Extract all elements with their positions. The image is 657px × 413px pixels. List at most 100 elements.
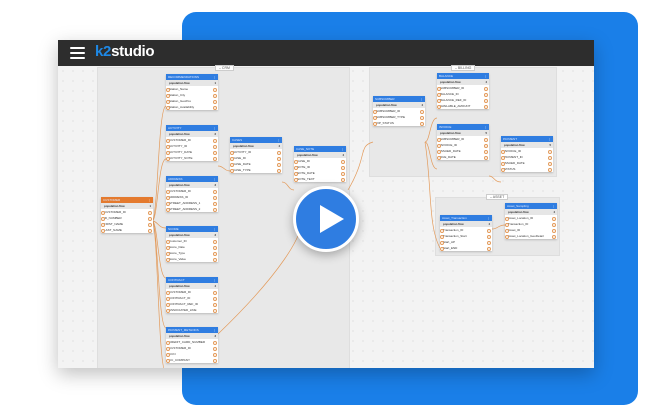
table-recommendations[interactable]: RECOMMENDATIONSpopulation.flow1Station_N… <box>166 74 218 110</box>
table-field[interactable]: STREET_ADDRESS_1 <box>166 200 218 206</box>
table-field[interactable]: CASE_ID <box>294 158 346 164</box>
table-field[interactable]: ACTIVITY_ID <box>166 143 218 149</box>
table-field[interactable]: Transaction_ID <box>505 221 557 227</box>
play-video-button[interactable] <box>293 186 359 252</box>
table-score[interactable]: SCOREpopulation.flow3Customer_IDScore_Da… <box>166 226 218 262</box>
hamburger-icon[interactable] <box>70 47 85 59</box>
table-activity[interactable]: ACTIVITYpopulation.flow2CUSTOMER_IDACTIV… <box>166 125 218 161</box>
table-subscriber[interactable]: SUBSCRIBERpopulation.flow4SUBSCRIBER_IDS… <box>373 96 425 126</box>
table-header[interactable]: PAYMENT_METHODS <box>166 327 218 333</box>
table-field[interactable]: Asset_ID <box>505 227 557 233</box>
table-field[interactable]: CONTRACT_REF_ID <box>166 301 218 307</box>
table-field[interactable]: CCN <box>166 351 218 357</box>
table-header[interactable]: Asset_Transaction <box>440 215 492 221</box>
table-field[interactable]: ACTIVITY_ID <box>230 149 282 155</box>
table-asset_sampling[interactable]: Asset_Samplingpopulation.flow4Asset_Loca… <box>505 203 557 239</box>
table-field[interactable]: CASE_DATE <box>230 161 282 167</box>
table-field[interactable]: CC_COMPANY <box>166 357 218 363</box>
table-case_note[interactable]: CASE_NOTEpopulation.flow4CASE_IDNOTE_IDN… <box>294 146 346 182</box>
table-field[interactable]: Asset_Location_ID <box>505 215 557 221</box>
table-field[interactable]: Station_GeoPos <box>166 98 218 104</box>
table-field[interactable]: Station_Availability <box>166 104 218 110</box>
table-field[interactable]: FIRST_NAME <box>101 221 153 227</box>
table-field[interactable]: CUSTOMER_ID <box>166 137 218 143</box>
group-label-crm[interactable]: – CRM <box>215 65 234 71</box>
table-balance[interactable]: BALANCEpopulation.flow4SUBSCRIBER_IDBALA… <box>437 73 489 109</box>
table-field[interactable]: ISSUED_DATE <box>437 148 489 154</box>
table-field[interactable]: SUBSCRIBER_ID <box>437 136 489 142</box>
table-field[interactable]: ID_NUMBER <box>101 215 153 221</box>
table-header[interactable]: INVOICE <box>437 124 489 130</box>
table-field[interactable]: CASE_ID <box>230 155 282 161</box>
table-field[interactable]: ADDRESS_ID <box>166 194 218 200</box>
table-field[interactable]: INVOICE_ID <box>437 142 489 148</box>
table-header[interactable]: CONTRACT <box>166 277 218 283</box>
table-field[interactable]: ASSOCIATED_LINE <box>166 307 218 313</box>
table-field[interactable]: Start_END <box>440 245 492 251</box>
table-header[interactable]: ADDRESS <box>166 176 218 182</box>
table-header[interactable]: BALANCE <box>437 73 489 79</box>
table-field[interactable]: PAYMENT_ID <box>501 154 553 160</box>
table-field[interactable]: Transaction_ID <box>440 227 492 233</box>
table-field[interactable]: NOTE_TEXT <box>294 176 346 182</box>
link <box>151 220 165 368</box>
table-field[interactable]: Score_Date <box>166 244 218 250</box>
table-address[interactable]: ADDRESSpopulation.flow3CUSTOMER_IDADDRES… <box>166 176 218 212</box>
table-field[interactable]: CUSTOMER_ID <box>166 188 218 194</box>
table-field[interactable]: ACTIVITY_DATE <box>166 149 218 155</box>
table-field[interactable]: Transaction_Start <box>440 233 492 239</box>
table-field[interactable]: Station_City <box>166 92 218 98</box>
table-field[interactable]: NOTE_DATE <box>294 170 346 176</box>
table-field[interactable]: STATUS <box>501 166 553 172</box>
table-header[interactable]: ACTIVITY <box>166 125 218 131</box>
table-field[interactable]: CASE_TYPE <box>230 167 282 173</box>
table-field[interactable]: NOTE_ID <box>294 164 346 170</box>
table-field[interactable]: ACTIVITY_NOTE <box>166 155 218 161</box>
table-field[interactable]: CREDIT_CARD_NUMBER <box>166 339 218 345</box>
link <box>217 205 303 335</box>
table-asset_transaction[interactable]: Asset_Transactionpopulation.flow4Transac… <box>440 215 492 251</box>
table-field[interactable]: BALANCE_ID <box>437 91 489 97</box>
table-invoice[interactable]: INVOICEpopulation.flow5SUBSCRIBER_IDINVO… <box>437 124 489 160</box>
field-count: 3 <box>214 183 216 187</box>
table-field[interactable]: Station_Name <box>166 86 218 92</box>
table-header[interactable]: CUSTOMER <box>101 197 153 203</box>
table-field[interactable]: Customer_ID <box>166 238 218 244</box>
table-field[interactable]: SUBSCRIBER_ID <box>373 108 425 114</box>
table-header[interactable]: SCORE <box>166 226 218 232</box>
table-header[interactable]: Asset_Sampling <box>505 203 557 209</box>
table-header[interactable]: CASES <box>230 137 282 143</box>
group-label-billing[interactable]: – BILLING <box>451 65 476 71</box>
link <box>281 181 295 191</box>
table-header[interactable]: PAYMENT <box>501 136 553 142</box>
table-field[interactable]: BALANCE_REF_ID <box>437 97 489 103</box>
table-field[interactable]: Score_Value <box>166 256 218 262</box>
table-payment_methods[interactable]: PAYMENT_METHODSpopulation.flow3CREDIT_CA… <box>166 327 218 363</box>
field-count: 3 <box>214 334 216 338</box>
table-cases[interactable]: CASESpopulation.flow4ACTIVITY_IDCASE_IDC… <box>230 137 282 173</box>
table-header[interactable]: SUBSCRIBER <box>373 96 425 102</box>
table-field[interactable]: Start_AP <box>440 239 492 245</box>
table-header[interactable]: CASE_NOTE <box>294 146 346 152</box>
table-field[interactable]: STREET_ADDRESS_2 <box>166 206 218 212</box>
table-field[interactable]: CONTRACT_ID <box>166 295 218 301</box>
table-field[interactable]: SUBSCRIBER_TYPE <box>373 114 425 120</box>
table-field[interactable]: Asset_Location_GeoDetail <box>505 233 557 239</box>
table-field[interactable]: Score_Type <box>166 250 218 256</box>
table-field[interactable]: DUE_DATE <box>437 154 489 160</box>
table-field[interactable]: CUSTOMER_ID <box>166 345 218 351</box>
table-payment[interactable]: PAYMENTpopulation.flow5INVOICE_IDPAYMENT… <box>501 136 553 172</box>
table-field[interactable]: CUSTOMER_ID <box>101 209 153 215</box>
table-contract[interactable]: CONTRACTpopulation.flow4CUSTOMER_IDCONTR… <box>166 277 218 313</box>
table-field[interactable]: INVOICE_ID <box>501 148 553 154</box>
table-field[interactable]: VIP_STATUS <box>373 120 425 126</box>
table-field[interactable]: ISSUED_DATE <box>501 160 553 166</box>
table-field[interactable]: AVAILABLE_AMOUNT <box>437 103 489 109</box>
table-field[interactable]: LAST_NAME <box>101 227 153 233</box>
table-customer[interactable]: CUSTOMERpopulation.flow1CUSTOMER_IDID_NU… <box>101 197 153 233</box>
table-header[interactable]: RECOMMENDATIONS <box>166 74 218 80</box>
table-field[interactable]: SUBSCRIBER_ID <box>437 85 489 91</box>
group-label-asset[interactable]: – ASSET <box>486 194 509 200</box>
table-field[interactable]: CUSTOMER_ID <box>166 289 218 295</box>
